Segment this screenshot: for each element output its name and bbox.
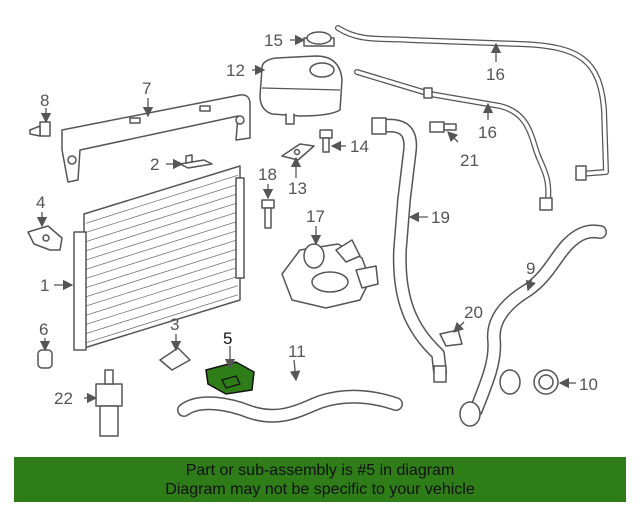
radiator-fin (85, 184, 239, 233)
part-10-hose-clamp (533, 369, 559, 395)
callout-22: 22 (54, 389, 73, 408)
callout-2: 2 (150, 155, 159, 174)
callout-8: 8 (40, 91, 49, 110)
part-20-clip (439, 329, 463, 347)
callout-1: 1 (40, 276, 49, 295)
radiator-fin (85, 285, 239, 334)
radiator-fin (85, 220, 239, 270)
radiator-fin (85, 193, 239, 242)
part-11-lower-hose (177, 389, 403, 423)
radiator-fin (85, 257, 239, 307)
part-7-upper-shroud (61, 94, 251, 183)
callout-12: 12 (226, 61, 245, 80)
callout-9: 9 (526, 259, 535, 278)
part-6-sensor (37, 349, 53, 369)
part-16-lower-tube (354, 69, 553, 211)
part-3-bracket (159, 347, 191, 371)
part-16-upper-tube (335, 25, 609, 181)
radiator-fin (85, 239, 239, 288)
radiator-fin (85, 266, 239, 316)
parts-diagram: 7 8 2 4 1 6 3 22 5 11 15 12 13 14 18 17 … (27, 25, 609, 437)
part-5-highlighted-insulator (205, 361, 255, 395)
callout-16-upper: 16 (486, 65, 505, 84)
callout-17: 17 (306, 207, 325, 226)
radiator-fin (85, 202, 239, 252)
part-15-pressure-cap (303, 31, 335, 47)
callout-10: 10 (579, 375, 598, 394)
part-12-coolant-reservoir (259, 55, 343, 125)
part-14-bolt (319, 129, 333, 153)
part-21-bolt (429, 121, 457, 133)
callout-16-lower: 16 (478, 123, 497, 142)
part-8-bolt (29, 121, 51, 137)
radiator-fin (85, 276, 239, 325)
callout-11: 11 (288, 342, 306, 361)
part-17-thermostat-housing (281, 239, 379, 309)
radiator-fin (85, 248, 239, 298)
radiator-fin (85, 174, 239, 224)
radiator-fin (85, 294, 239, 344)
part-4-mount-bracket (27, 225, 63, 251)
part-notice-banner: Part or sub-assembly is #5 in diagram Di… (14, 457, 626, 502)
banner-line-1: Part or sub-assembly is #5 in diagram (185, 462, 455, 479)
callout-4: 4 (36, 193, 45, 212)
callout-15: 15 (264, 31, 283, 50)
callout-3: 3 (170, 315, 179, 334)
callout-14: 14 (350, 137, 369, 156)
callout-18: 18 (258, 165, 277, 184)
callout-20: 20 (464, 303, 483, 322)
part-22-temperature-sender (95, 369, 123, 437)
part-19-heater-hose (371, 117, 447, 383)
callout-6: 6 (39, 320, 48, 339)
callout-21: 21 (460, 151, 479, 170)
part-18-bleeder (261, 199, 275, 229)
radiator-fin (85, 230, 239, 279)
callout-19: 19 (431, 208, 450, 227)
part-13-bracket (281, 143, 315, 161)
radiator-fin (85, 211, 239, 261)
leader-lines (36, 34, 576, 404)
part-1-radiator (73, 165, 245, 351)
callout-5: 5 (223, 329, 232, 348)
callout-13: 13 (288, 179, 307, 198)
banner-line-2: Diagram may not be specific to your vehi… (165, 481, 475, 498)
part-2-bracket (179, 154, 213, 169)
callout-7: 7 (142, 79, 151, 98)
